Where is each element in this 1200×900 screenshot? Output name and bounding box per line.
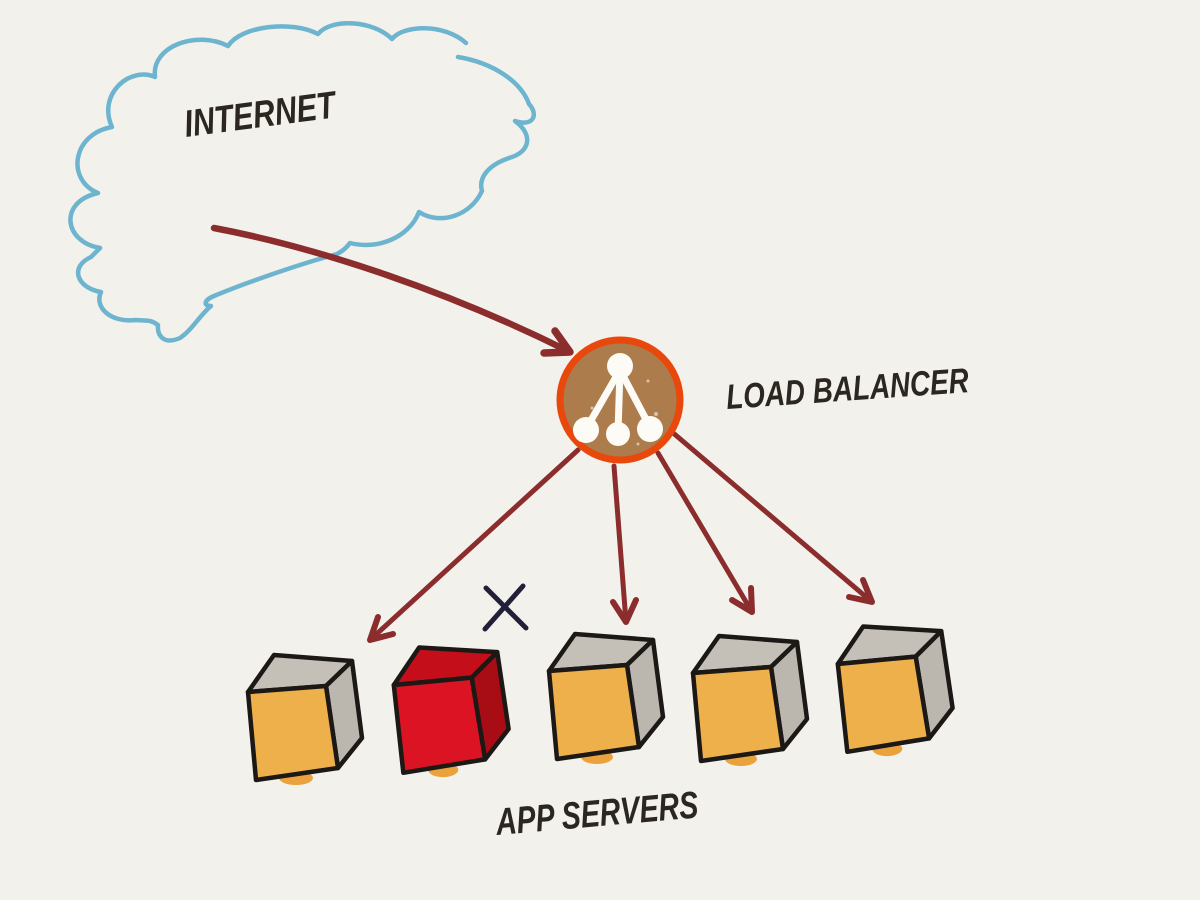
arrow-shaft	[367, 447, 581, 643]
internet-to-lb-arrow	[210, 224, 574, 357]
cloud-outline-2	[75, 54, 536, 343]
app-servers-label: APP SERVERS	[493, 784, 700, 844]
internet-label: INTERNET	[182, 84, 340, 146]
arrowhead-icon	[367, 614, 396, 643]
lb-to-server-4-arrow	[655, 450, 755, 615]
arrow-shaft	[669, 429, 875, 605]
arrowhead-icon	[729, 585, 755, 615]
arrowhead-icon	[846, 577, 875, 605]
failed-server-x-mark	[482, 583, 529, 632]
lb-to-server-1-arrow	[367, 447, 581, 643]
lb-to-server-5-arrow	[669, 429, 875, 605]
app-server-5	[835, 624, 955, 757]
load-balancer-label: LOAD BALANCER	[725, 361, 971, 417]
arrow-shaft	[611, 463, 629, 625]
app-server-2	[391, 645, 511, 778]
arrowhead-icon	[540, 327, 574, 357]
lb-to-server-3-arrow	[610, 463, 639, 625]
internet-cloud	[68, 21, 536, 343]
app-server-1	[245, 652, 365, 785]
arrowhead-icon	[610, 597, 639, 625]
app-server-4	[690, 633, 810, 766]
arrow-shaft	[655, 450, 755, 615]
app-server-3	[546, 631, 666, 764]
arrow-shaft	[210, 224, 574, 356]
load-balancer-node	[556, 336, 684, 464]
cloud-outline	[68, 21, 469, 251]
load-balancer-icon	[573, 353, 663, 446]
